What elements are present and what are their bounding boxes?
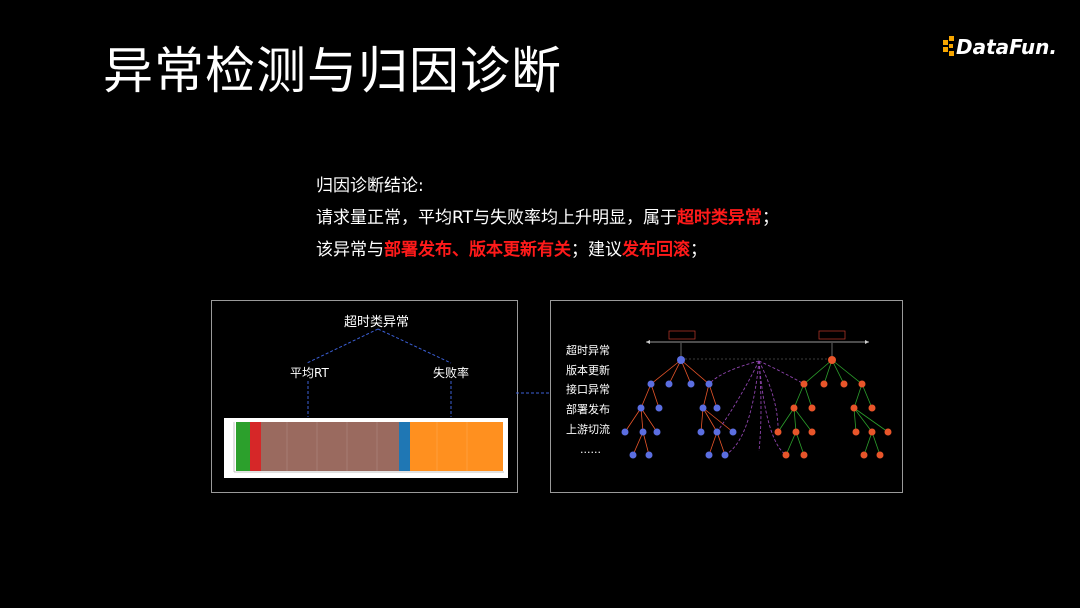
chart-segment-blue bbox=[399, 422, 410, 471]
avg-rt-label: 平均RT bbox=[290, 366, 329, 380]
factor-label: 部署发布 bbox=[566, 403, 610, 417]
attribution-tree-panel: 超时异常 版本更新 接口异常 部署发布 上游切流 ...... bbox=[550, 300, 903, 493]
slide-title: 异常检测与归因诊断 bbox=[103, 42, 562, 100]
datafun-logo: DataFun. bbox=[943, 35, 1057, 59]
factor-label: 接口异常 bbox=[566, 383, 610, 397]
conclusion-line-1-highlight: 超时类异常 bbox=[676, 208, 762, 228]
conclusion-line-1: 请求量正常，平均RT与失败率均上升明显，属于超时类异常； bbox=[316, 202, 779, 234]
factor-label: ...... bbox=[580, 442, 601, 456]
failure-rate-label: 失败率 bbox=[433, 366, 470, 380]
chart-segment-green bbox=[236, 422, 250, 471]
chart-segment-brown bbox=[261, 422, 399, 471]
conclusion-line-2-highlight-2: 发布回滚 bbox=[622, 240, 690, 260]
conclusion-line-2-highlight: 部署发布、版本更新有关 bbox=[384, 240, 571, 260]
conclusion-line-2-suffix: ； bbox=[690, 240, 707, 260]
factor-label: 上游切流 bbox=[566, 422, 610, 436]
chart-segment-red bbox=[250, 422, 261, 471]
tree-connectors bbox=[306, 328, 452, 417]
root-label: 超时类异常 bbox=[344, 315, 410, 330]
panel-connector bbox=[516, 392, 550, 394]
attribution-factor-list: 超时异常 版本更新 接口异常 部署发布 上游切流 ...... bbox=[566, 341, 610, 459]
conclusion-line-2: 该异常与部署发布、版本更新有关；建议发布回滚； bbox=[316, 234, 779, 266]
attribution-tree-diagram bbox=[621, 330, 892, 459]
timeout-anomaly-panel: 超时类异常 平均RT 失败率 bbox=[211, 300, 518, 493]
conclusion-line-1-suffix: ； bbox=[761, 208, 779, 228]
logo-text: DataFun. bbox=[956, 35, 1057, 59]
conclusion-block: 归因诊断结论: 请求量正常，平均RT与失败率均上升明显，属于超时类异常； 该异常… bbox=[316, 170, 779, 266]
logo-mark-icon bbox=[943, 36, 954, 56]
factor-label: 版本更新 bbox=[566, 363, 610, 377]
conclusion-heading: 归因诊断结论: bbox=[316, 176, 424, 196]
left-panel-graphics bbox=[224, 328, 508, 478]
factor-label: 超时异常 bbox=[566, 344, 610, 357]
conclusion-line-1-prefix: 请求量正常，平均RT与失败率均上升明显，属于 bbox=[316, 208, 677, 228]
metric-chart-thumbnail bbox=[224, 418, 508, 478]
chart-segment-orange bbox=[410, 422, 503, 471]
conclusion-line-2-mid: ；建议 bbox=[571, 240, 622, 260]
conclusion-line-2-prefix: 该异常与 bbox=[316, 240, 384, 260]
